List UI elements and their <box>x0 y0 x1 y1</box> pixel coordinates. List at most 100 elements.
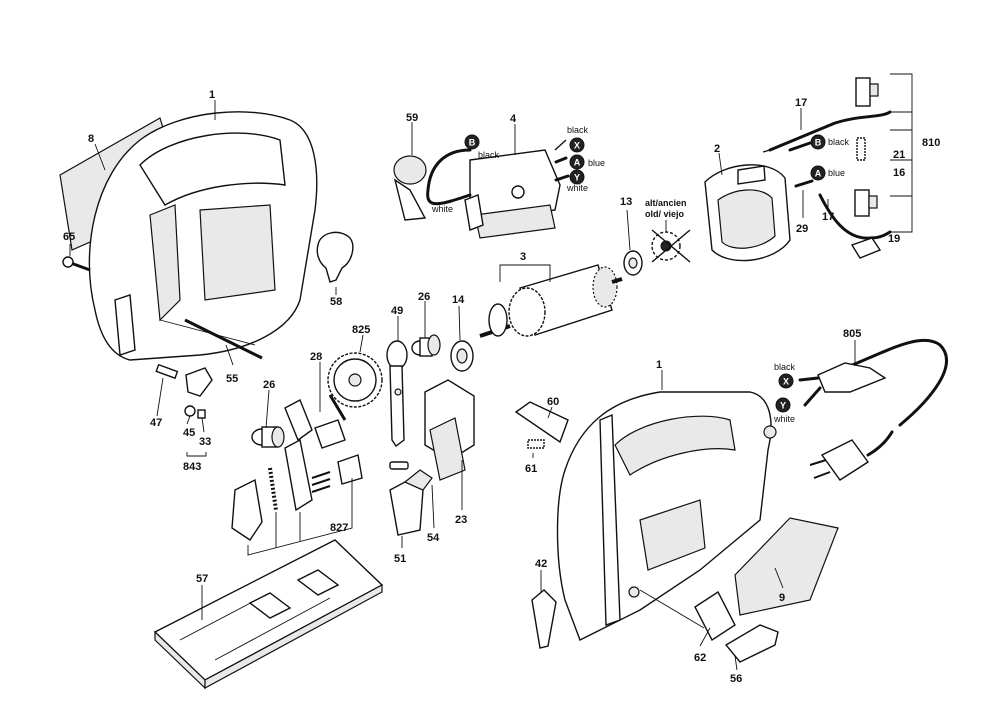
part-number-29: 29 <box>796 223 808 235</box>
wire-label-blue-switch: blue <box>588 158 605 168</box>
lever-49 <box>386 340 408 448</box>
part-number-1-right: 1 <box>656 359 662 371</box>
washer-33 <box>184 405 206 419</box>
part-number-51: 51 <box>394 553 406 565</box>
knob-58 <box>316 231 354 283</box>
part-number-4: 4 <box>510 113 517 125</box>
part-number-825: 825 <box>352 324 370 336</box>
wire-label-black-switch-left: black <box>478 150 500 160</box>
pin-47 <box>155 363 179 380</box>
guide-bracket-23 <box>424 379 475 481</box>
part-number-16: 16 <box>893 167 905 179</box>
svg-text:Y: Y <box>780 401 786 411</box>
part-number-26-lower: 26 <box>263 379 275 391</box>
part-number-14: 14 <box>452 294 465 306</box>
roller-26-lower <box>251 426 285 448</box>
wire-17-top <box>762 110 892 153</box>
part-number-62: 62 <box>694 652 706 664</box>
gear-825 <box>327 352 383 421</box>
housing-half-left <box>88 111 318 361</box>
clip-54 <box>389 461 409 470</box>
badge-a-switch: A <box>569 154 585 170</box>
plunger-parts-28 <box>284 399 363 512</box>
spring-21 <box>856 137 866 161</box>
part-number-21: 21 <box>893 149 905 161</box>
bushing-26-upper <box>411 334 441 357</box>
brush-holder-16 <box>854 189 878 217</box>
part-number-2: 2 <box>714 143 720 155</box>
badge-x-switch: X <box>569 137 585 153</box>
part-number-33: 33 <box>199 436 211 448</box>
part-number-54: 54 <box>427 532 440 544</box>
part-number-827: 827 <box>330 522 348 534</box>
part-number-26-upper: 26 <box>418 291 430 303</box>
wire-label-white-switch-left: white <box>431 204 453 214</box>
wire-label-white-cord: white <box>773 414 795 424</box>
fan-alt <box>651 229 691 263</box>
part-number-9: 9 <box>779 592 785 604</box>
badge-a-field: A <box>810 165 826 181</box>
part-number-47: 47 <box>150 417 162 429</box>
part-number-42: 42 <box>535 558 547 570</box>
plate-62 <box>694 590 736 642</box>
alt-label-line2: old/ viejo <box>645 209 685 219</box>
svg-text:B: B <box>815 138 822 148</box>
svg-text:X: X <box>783 377 789 387</box>
part-number-55: 55 <box>226 373 238 385</box>
part-number-58: 58 <box>330 296 342 308</box>
housing-half-right <box>556 391 777 641</box>
svg-text:A: A <box>574 158 581 168</box>
part-number-28: 28 <box>310 351 322 363</box>
part-number-57: 57 <box>196 573 208 585</box>
wire-label-black-cord: black <box>774 362 796 372</box>
blade-42 <box>531 589 557 649</box>
part-number-60: 60 <box>547 396 559 408</box>
bracket-lines-827 <box>247 478 353 556</box>
screw-65 <box>62 256 91 272</box>
wire-label-black-field: black <box>828 137 850 147</box>
bearing-14 <box>450 340 474 372</box>
brush-holder-top <box>855 77 879 107</box>
part-number-61: 61 <box>525 463 537 475</box>
svg-text:Y: Y <box>574 173 580 183</box>
switch-4 <box>464 149 561 239</box>
part-number-56: 56 <box>730 673 742 685</box>
part-number-805: 805 <box>843 328 861 340</box>
part-number-843: 843 <box>183 461 201 473</box>
wire-blue-29 <box>794 179 814 188</box>
part-number-59: 59 <box>406 112 418 124</box>
wire-black-lead <box>788 141 812 152</box>
bearing-13 <box>623 250 643 276</box>
svg-text:B: B <box>469 138 476 148</box>
tube-60 <box>514 401 569 444</box>
badge-y-switch: Y <box>569 169 585 185</box>
part-number-65: 65 <box>63 231 75 243</box>
lever-56 <box>724 624 779 663</box>
terminal-19 <box>850 237 882 259</box>
alt-label-line1: alt/ancien <box>645 198 687 208</box>
switch-wires <box>426 139 570 206</box>
spring-stack-827 <box>231 467 331 541</box>
field-2 <box>704 164 791 262</box>
part-number-19: 19 <box>888 233 900 245</box>
part-number-23: 23 <box>455 514 467 526</box>
part-number-8: 8 <box>88 133 94 145</box>
wire-label-black-switch: black <box>567 125 589 135</box>
base-plate-57 <box>153 539 384 690</box>
badge-x-cord: X <box>778 373 794 389</box>
speed-dial-59 <box>393 155 427 221</box>
badge-b-field: B <box>810 134 826 150</box>
svg-text:X: X <box>574 141 580 151</box>
part-number-17-top: 17 <box>795 97 807 109</box>
cap-51 <box>389 469 433 536</box>
badge-y-cord: Y <box>775 397 791 413</box>
wire-label-white-switch: white <box>566 183 588 193</box>
power-cord-805 <box>798 338 948 481</box>
armature-3 <box>479 264 623 338</box>
part-number-1-left: 1 <box>209 89 215 101</box>
part-number-17-lower: 17 <box>822 211 834 223</box>
svg-text:A: A <box>815 169 822 179</box>
pin-55 <box>184 318 263 360</box>
bracket-810 <box>890 73 913 233</box>
